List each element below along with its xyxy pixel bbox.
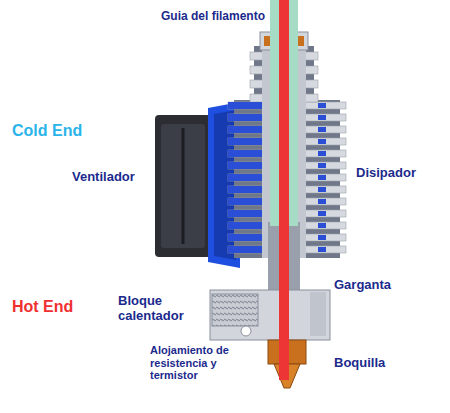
section-label: Cold End — [12, 122, 122, 140]
fin-shadow — [228, 198, 262, 205]
fin-shadow — [318, 211, 326, 216]
heater-cartridge-hole — [212, 294, 258, 326]
part-label: Garganta — [334, 278, 424, 293]
fin-shadow — [228, 222, 262, 229]
part-label: Disipador — [356, 166, 446, 181]
fan-blades — [161, 124, 205, 248]
fin-shadow — [318, 199, 326, 204]
fin-shadow — [318, 175, 326, 180]
fan-body — [155, 115, 211, 257]
fin-shadow — [228, 114, 262, 121]
fin-shadow — [228, 210, 262, 217]
fin-shadow — [228, 246, 262, 253]
part-label: Guia del filamento — [140, 10, 265, 24]
part-label: Ventilador — [72, 170, 152, 185]
fin-shadow — [318, 163, 326, 168]
section-label: Hot End — [12, 298, 112, 316]
fan-hub — [182, 128, 185, 244]
filament — [279, 0, 289, 380]
fin-shadow — [228, 150, 262, 157]
fin-shadow — [318, 187, 326, 192]
part-label: Bloque calentador — [118, 294, 204, 324]
thermistor-hole — [241, 326, 251, 336]
part-label: Alojamiento de resistencia y termistor — [150, 344, 264, 382]
fin-shadow — [318, 223, 326, 228]
fin-shadow — [228, 162, 262, 169]
fin-shadow — [228, 126, 262, 133]
fin-shadow — [228, 174, 262, 181]
fin-shadow — [318, 139, 326, 144]
fin-shadow — [228, 186, 262, 193]
fin-shadow — [318, 247, 326, 252]
fin-shadow — [318, 103, 326, 108]
block-screw — [310, 292, 326, 336]
fin-shadow — [318, 235, 326, 240]
heater-block — [210, 290, 330, 340]
fin-shadow — [318, 151, 326, 156]
fin-shadow — [228, 102, 262, 109]
fin-shadow — [228, 138, 262, 145]
fin-shadow — [318, 127, 326, 132]
fin-shadow — [318, 115, 326, 120]
part-label: Boquilla — [334, 356, 424, 371]
fin-shadow — [228, 234, 262, 241]
